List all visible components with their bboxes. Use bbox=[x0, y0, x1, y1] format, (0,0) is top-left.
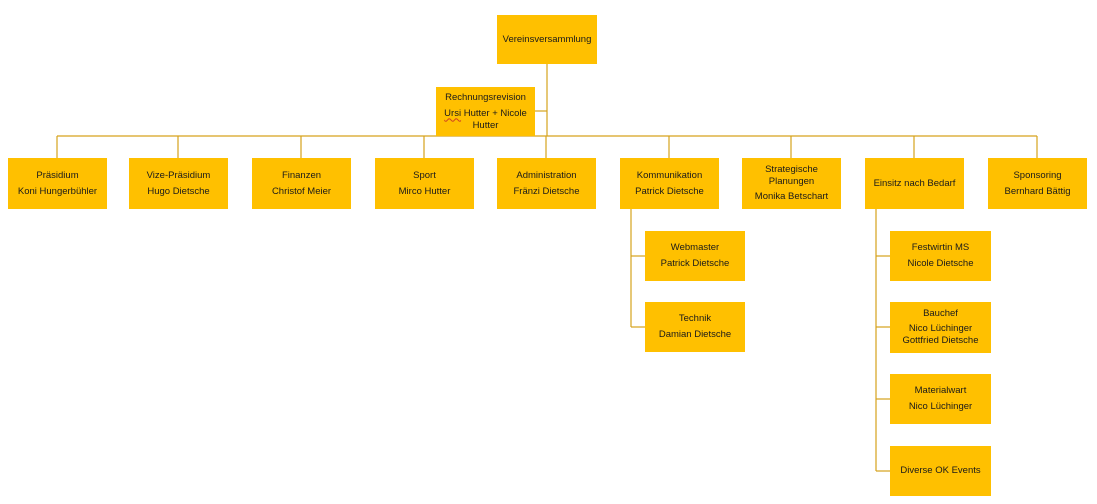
node-person: Patrick Dietsche bbox=[660, 258, 730, 269]
node-person: Patrick Dietsche bbox=[635, 185, 704, 197]
node-person: Nico Lüchinger bbox=[908, 401, 973, 412]
node-title: Festwirtin MS bbox=[911, 242, 970, 253]
node-webmaster: Webmaster Patrick Dietsche bbox=[645, 231, 745, 281]
node-title: Präsidium bbox=[36, 169, 79, 181]
node-technik: Technik Damian Dietsche bbox=[645, 302, 745, 352]
node-kommunikation: Kommunikation Patrick Dietsche bbox=[620, 158, 719, 209]
revision-name-part1: Ursi bbox=[444, 107, 462, 119]
node-person: Bernhard Bättig bbox=[1004, 185, 1071, 197]
node-title: Bauchef bbox=[923, 308, 958, 319]
node-person: Ursi Hutter + Nicole Hutter bbox=[440, 108, 531, 132]
node-title: Materialwart bbox=[914, 385, 967, 396]
node-person: Nicole Dietsche bbox=[907, 258, 974, 269]
node-title: Vize-Präsidium bbox=[146, 169, 211, 181]
node-title: Einsitz nach Bedarf bbox=[873, 177, 956, 189]
node-person: Nico Lüchinger bbox=[908, 323, 973, 334]
node-person: Damian Dietsche bbox=[658, 329, 732, 340]
node-title: Rechnungsrevision bbox=[445, 91, 526, 103]
node-person: Monika Betschart bbox=[754, 191, 829, 202]
node-person: Hugo Dietsche bbox=[147, 185, 210, 197]
node-finanzen: Finanzen Christof Meier bbox=[252, 158, 351, 209]
node-sponsoring: Sponsoring Bernhard Bättig bbox=[988, 158, 1087, 209]
node-title: Strategische Planungen bbox=[765, 164, 818, 187]
node-title: Diverse OK Events bbox=[900, 465, 981, 476]
node-vize-praesidium: Vize-Präsidium Hugo Dietsche bbox=[129, 158, 228, 209]
node-vereinsversammlung: Vereinsversammlung bbox=[497, 15, 597, 64]
node-person: Koni Hungerbühler bbox=[17, 185, 98, 197]
node-diverse-ok-events: Diverse OK Events bbox=[890, 446, 991, 496]
node-einsitz-nach-bedarf: Einsitz nach Bedarf bbox=[865, 158, 964, 209]
node-title: Kommunikation bbox=[636, 169, 703, 181]
node-title: Finanzen bbox=[281, 169, 322, 181]
revision-name-part2: Hutter + Nicole Hutter bbox=[463, 107, 527, 131]
node-person: Fränzi Dietsche bbox=[513, 185, 580, 197]
node-strategische-planungen: Strategische Planungen Monika Betschart bbox=[742, 158, 841, 209]
node-title: Sport bbox=[413, 169, 436, 181]
node-materialwart: Materialwart Nico Lüchinger bbox=[890, 374, 991, 424]
node-title: Technik bbox=[678, 313, 712, 324]
node-rechnungsrevision: Rechnungsrevision Ursi Hutter + Nicole H… bbox=[436, 87, 535, 136]
node-bauchef: Bauchef Nico Lüchinger Gottfried Dietsch… bbox=[890, 302, 991, 353]
node-person: Gottfried Dietsche bbox=[902, 335, 979, 346]
node-title: Webmaster bbox=[670, 242, 720, 253]
node-person: Christof Meier bbox=[271, 185, 332, 197]
node-sport: Sport Mirco Hutter bbox=[375, 158, 474, 209]
node-title: Administration bbox=[516, 169, 577, 181]
node-title: Vereinsversammlung bbox=[502, 33, 592, 45]
node-festwirtin: Festwirtin MS Nicole Dietsche bbox=[890, 231, 991, 281]
node-administration: Administration Fränzi Dietsche bbox=[497, 158, 596, 209]
node-praesidium: Präsidium Koni Hungerbühler bbox=[8, 158, 107, 209]
node-person: Mirco Hutter bbox=[398, 185, 451, 197]
node-title: Sponsoring bbox=[1013, 169, 1062, 181]
